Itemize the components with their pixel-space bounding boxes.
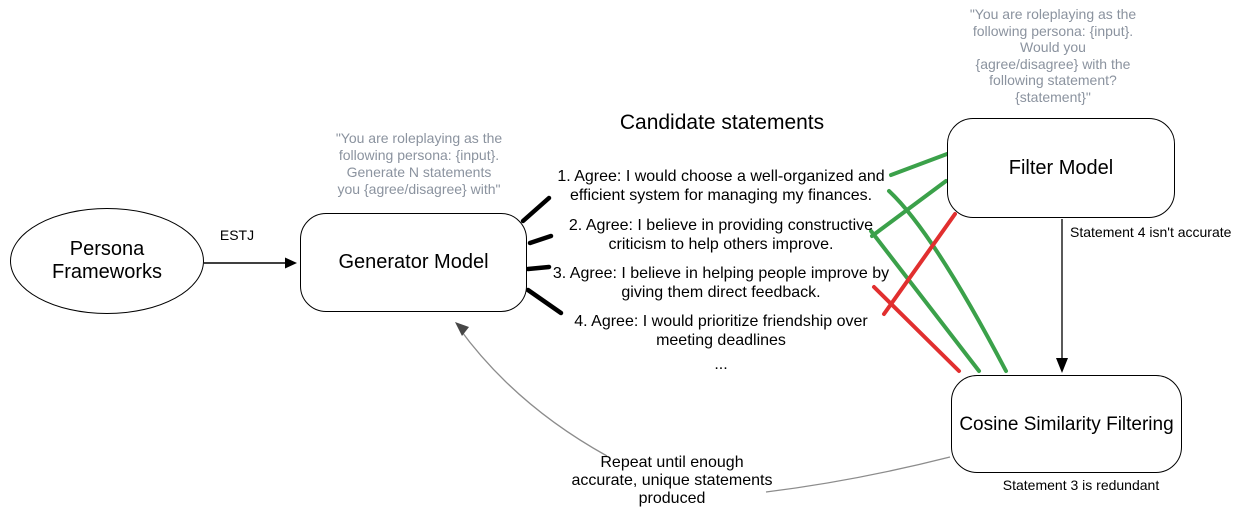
estj-arrowhead-icon xyxy=(285,257,297,269)
generator-model-node: Generator Model xyxy=(300,213,527,312)
filter-model-node: Filter Model xyxy=(947,118,1175,218)
persona-frameworks-label-line1: Persona xyxy=(69,238,145,260)
generator-prompt-line2: following persona: {input}. xyxy=(338,147,500,163)
filter-to-statement4-red-line xyxy=(882,212,957,316)
estj-edge-label: ESTJ xyxy=(219,227,255,243)
statement1-to-cosine-green-line xyxy=(887,189,1008,373)
repeat-arrowhead-icon xyxy=(455,322,469,336)
candidate-statement-4: 4. Agree: I would prioritize friendship … xyxy=(541,312,901,350)
filter-model-label: Filter Model xyxy=(1008,156,1114,179)
filter-prompt-line2: following persona: {input}. xyxy=(972,22,1134,39)
repeat-loop-note-line1: Repeat until enough xyxy=(600,454,744,471)
generator-prompt-line3: Generate N statements xyxy=(346,164,492,180)
filter-prompt-line5: following statement? xyxy=(989,72,1117,88)
candidate-statement-2-line2: criticism to help others improve. xyxy=(608,236,834,253)
candidate-statement-1: 1. Agree: I would choose a well-organize… xyxy=(541,167,901,205)
candidate-statement-3-line2: giving them direct feedback. xyxy=(621,284,821,301)
filter-prompt-line4: {agree/disagree} with the xyxy=(975,55,1131,72)
generator-prompt-line1: "You are roleplaying as the xyxy=(335,130,503,146)
candidate-statement-4-line1: 4. Agree: I would prioritize friendship … xyxy=(574,313,868,330)
persona-frameworks-node: Persona Frameworks xyxy=(10,208,204,314)
repeat-loop-note-line2: accurate, unique statements xyxy=(571,472,773,489)
candidate-statement-2-line1: 2. Agree: I believe in providing constru… xyxy=(568,217,874,234)
candidate-statement-3: 3. Agree: I believe in helping people im… xyxy=(541,264,901,302)
generator-fan-stroke-3 xyxy=(525,264,552,272)
candidate-statement-1-line1: 1. Agree: I would choose a well-organize… xyxy=(557,168,885,185)
candidate-statements-ellipsis: ... xyxy=(714,356,728,373)
statement3-to-cosine-red-line xyxy=(872,285,961,373)
persona-frameworks-label: Persona Frameworks xyxy=(52,238,162,284)
persona-frameworks-label-line2: Frameworks xyxy=(51,261,162,283)
statement4-inaccurate-label: Statement 4 isn't accurate xyxy=(1070,224,1232,240)
repeat-loop-note-line3: produced xyxy=(638,490,706,507)
candidate-statement-2: 2. Agree: I believe in providing constru… xyxy=(541,216,901,254)
generator-fan-stroke-4 xyxy=(525,287,564,316)
generator-prompt-text: "You are roleplaying as the following pe… xyxy=(319,130,519,198)
generator-fan-stroke-2 xyxy=(527,233,554,246)
filter-prompt-line3: Would you xyxy=(1020,39,1086,55)
filter-prompt-line1: "You are roleplaying as the xyxy=(969,6,1137,22)
candidate-statements-title: Candidate statements xyxy=(619,111,825,134)
statement2-to-cosine-green-line xyxy=(869,229,981,373)
cosine-to-repeat-note-line xyxy=(765,456,951,493)
statement2-to-filter-green-line xyxy=(870,179,948,238)
statement1-to-filter-green-line xyxy=(889,152,949,177)
candidate-statement-4-line2: meeting deadlines xyxy=(656,332,786,349)
generator-model-label: Generator Model xyxy=(338,251,489,273)
filter-to-cosine-arrowhead-icon xyxy=(1056,358,1068,373)
filter-prompt-text: "You are roleplaying as the following pe… xyxy=(953,6,1153,105)
candidate-statement-1-line2: efficient system for managing my finance… xyxy=(569,187,873,204)
generator-prompt-line4: you {agree/disagree} with" xyxy=(337,181,501,197)
statement3-redundant-label: Statement 3 is redundant xyxy=(1002,477,1160,493)
repeat-note-to-generator-line xyxy=(458,327,608,457)
repeat-loop-note: Repeat until enough accurate, unique sta… xyxy=(522,454,822,508)
cosine-similarity-filtering-label: Cosine Similarity Filtering xyxy=(959,413,1174,435)
filter-prompt-line6: {statement}" xyxy=(1015,88,1091,105)
cosine-similarity-filtering-node: Cosine Similarity Filtering xyxy=(951,375,1182,473)
generator-fan-stroke-1 xyxy=(520,195,552,224)
candidate-statement-3-line1: 3. Agree: I believe in helping people im… xyxy=(552,265,890,282)
